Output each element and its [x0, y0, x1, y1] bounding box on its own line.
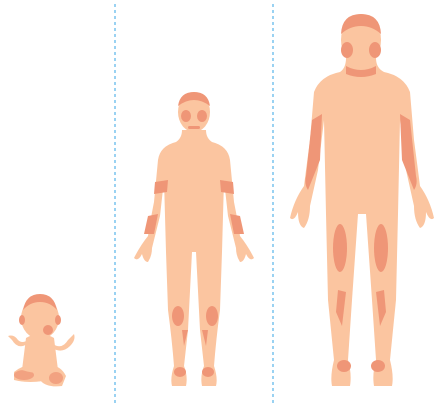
standing-adult-icon	[290, 14, 434, 386]
standing-child-icon	[134, 92, 254, 386]
seated-baby-icon	[8, 294, 75, 386]
